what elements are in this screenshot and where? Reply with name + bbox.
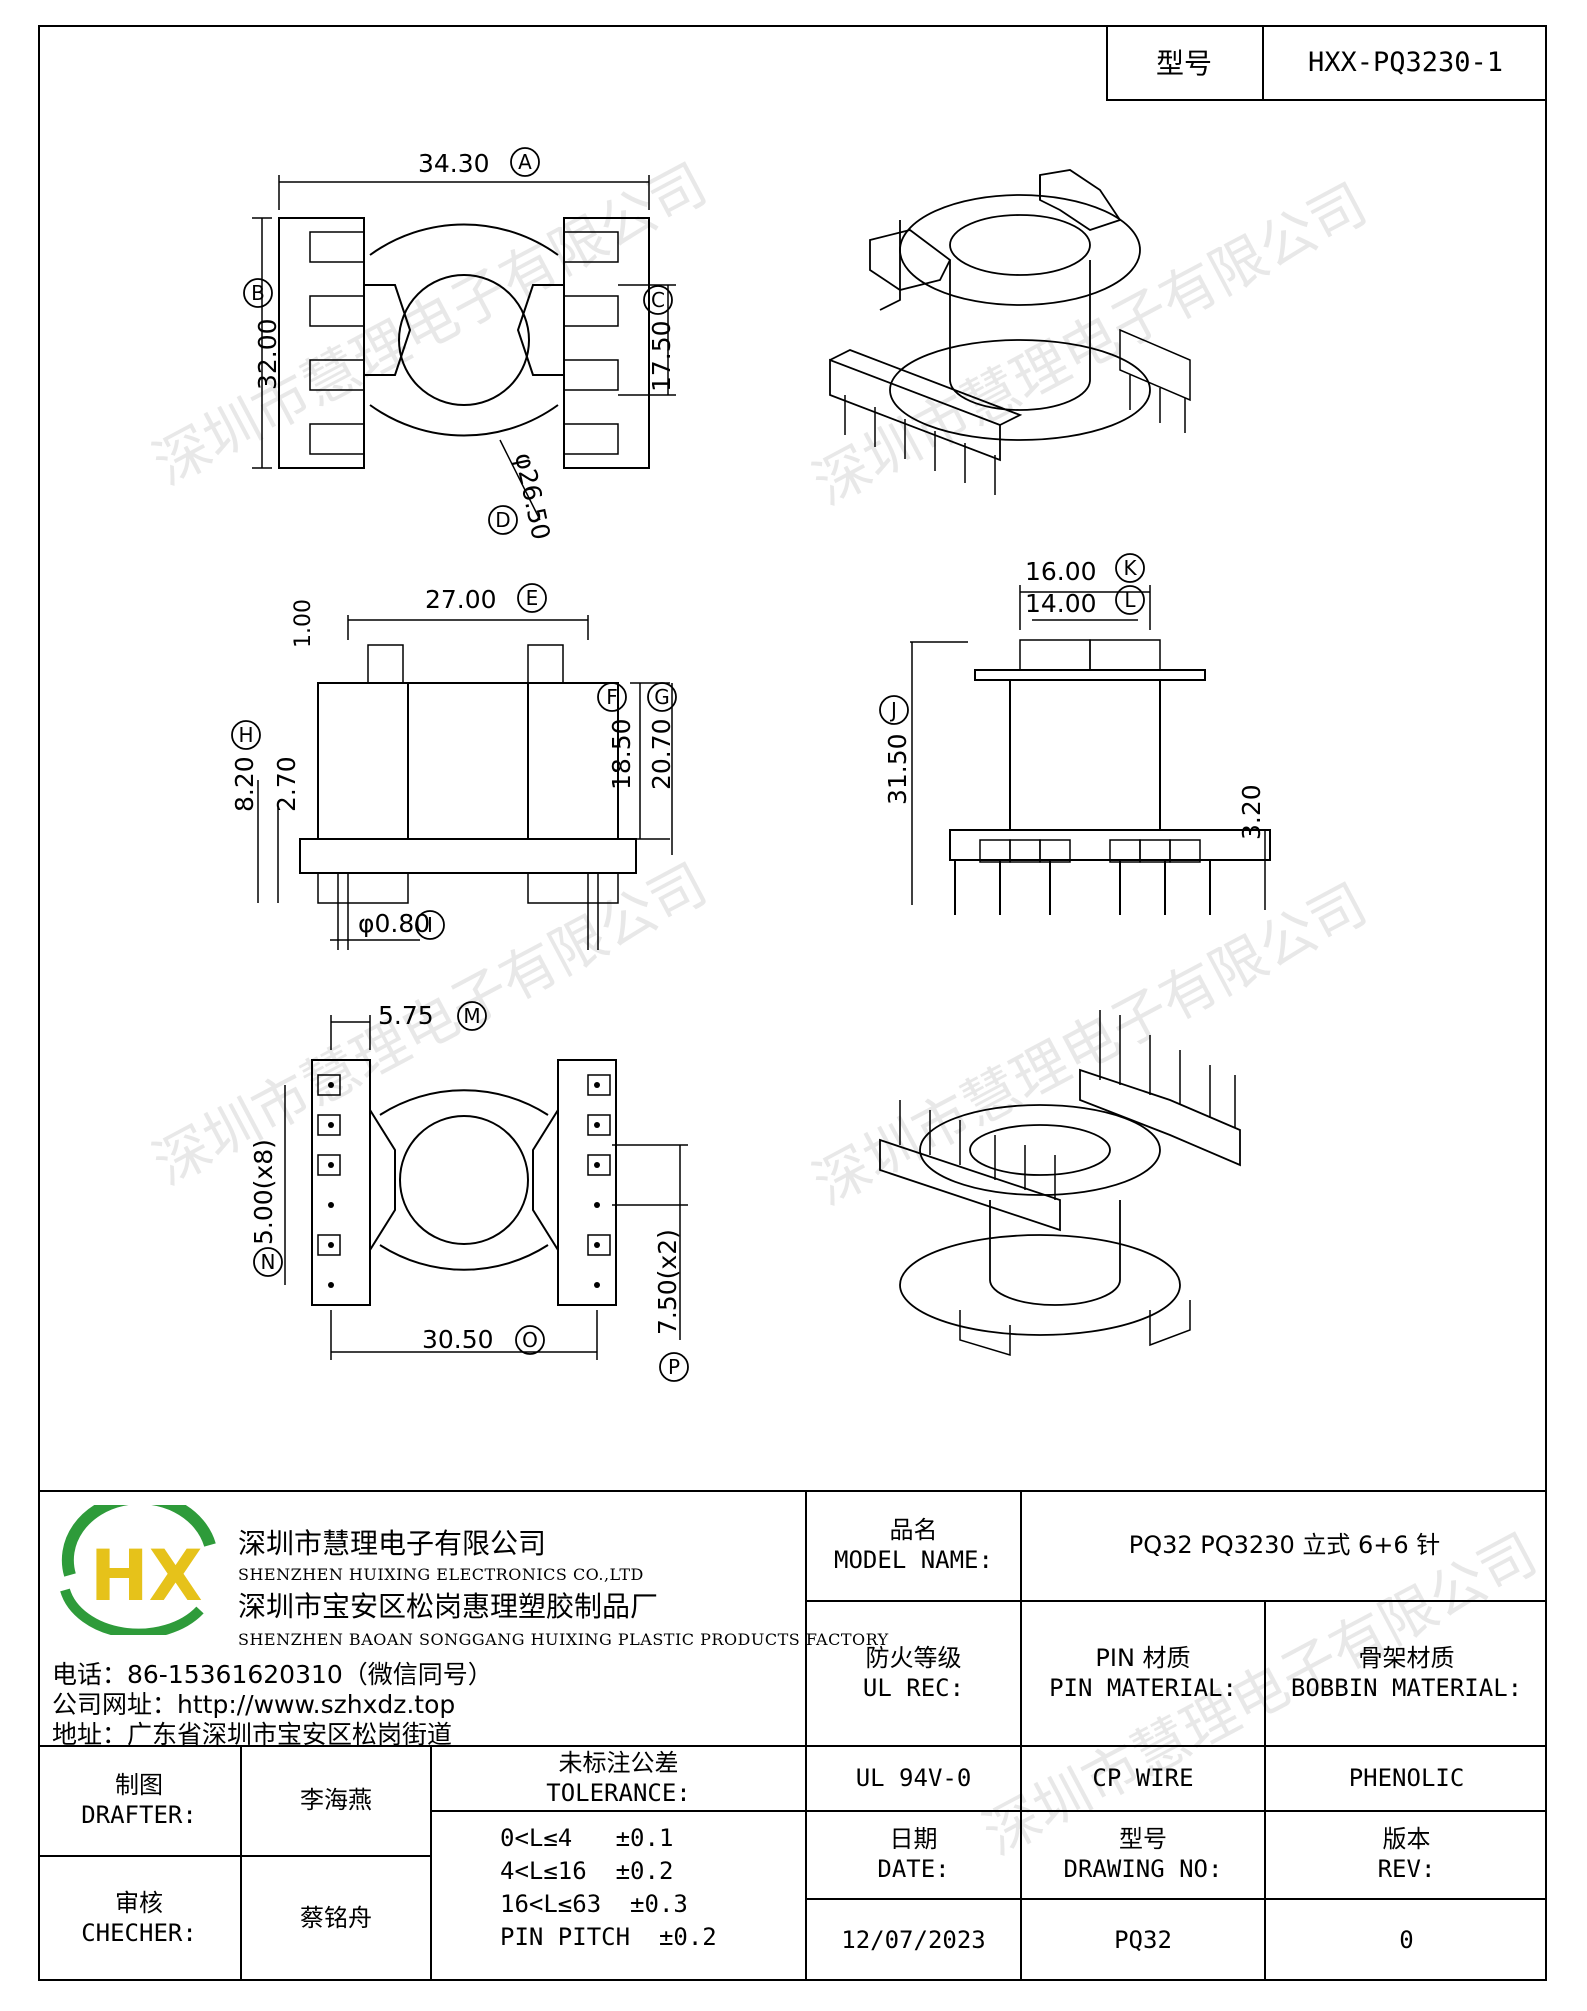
dim-H-side: 2.70 xyxy=(272,756,301,812)
drafter-label: 制图 DRAFTER: xyxy=(81,1771,197,1829)
dim-H: 8.20 xyxy=(230,756,259,812)
logo-letters: HX xyxy=(90,1535,203,1617)
drawing-no-value: PQ32 xyxy=(1114,1925,1172,1954)
top-view xyxy=(252,175,676,521)
svg-text:M: M xyxy=(463,1004,480,1028)
rev-label: 版本 REV: xyxy=(1377,1825,1436,1883)
date-value: 12/07/2023 xyxy=(841,1925,986,1954)
rev-value: 0 xyxy=(1399,1925,1414,1954)
pin-material-label: PIN 材质 PIN MATERIAL: xyxy=(1049,1643,1237,1702)
tolerance-row: PIN PITCH ±0.2 xyxy=(500,1923,717,1951)
dim-N: 5.00(x8) xyxy=(249,1139,278,1245)
dim-O: 30.50 xyxy=(422,1325,494,1354)
bottom-view xyxy=(284,1015,688,1360)
dim-E-side: 1.00 xyxy=(291,599,316,648)
technical-drawing: 34.30 32.00 17.50 φ26.50 27.00 1.00 18.5… xyxy=(230,147,1271,1382)
model-name-label: 品名 MODEL NAME: xyxy=(834,1516,993,1574)
svg-text:J: J xyxy=(889,698,897,722)
svg-text:I: I xyxy=(427,913,433,937)
model-name-value: PQ32 PQ3230 立式 6+6 针 xyxy=(1128,1531,1441,1559)
drafter-value: 李海燕 xyxy=(300,1786,372,1814)
company-name-cn: 深圳市慧理电子有限公司 xyxy=(238,1527,547,1560)
dim-G: 20.70 xyxy=(647,718,676,790)
dim-J: 31.50 xyxy=(883,733,912,805)
svg-text:B: B xyxy=(251,281,265,305)
dim-K: 16.00 xyxy=(1025,557,1097,586)
tolerance-list: 0<L≤4 ±0.1 4<L≤16 ±0.2 16<L≤63 ±0.3 PIN … xyxy=(500,1822,717,1954)
title-block-top-border xyxy=(38,1490,1547,1492)
svg-text:H: H xyxy=(238,723,253,747)
pin-material-value: CP WIRE xyxy=(1092,1763,1194,1792)
svg-text:P: P xyxy=(668,1355,680,1379)
isometric-view-top xyxy=(829,169,1191,495)
svg-text:C: C xyxy=(651,288,665,312)
side-view xyxy=(910,585,1271,915)
isometric-view-bottom xyxy=(879,1010,1241,1357)
company-phone: 电话：86-15361620310（微信同号） xyxy=(52,1660,493,1689)
dim-D: φ26.50 xyxy=(509,450,556,542)
ul-rec-value: UL 94V-0 xyxy=(855,1763,972,1792)
dim-P: 7.50(x2) xyxy=(653,1229,682,1335)
dim-L: 14.00 xyxy=(1025,589,1097,618)
bobbin-material-label: 骨架材质 BOBBIN MATERIAL: xyxy=(1290,1643,1523,1702)
checker-value: 蔡铭舟 xyxy=(300,1904,372,1932)
company-address: 地址：广东省深圳市宝安区松岗街道 xyxy=(52,1720,453,1749)
dim-pin-length: 3.20 xyxy=(1237,784,1266,840)
dim-B: 32.00 xyxy=(253,318,282,390)
company-logo: HX xyxy=(60,1505,216,1635)
checker-label: 审核 CHECHER: xyxy=(81,1889,197,1947)
svg-text:A: A xyxy=(518,150,532,174)
svg-text:O: O xyxy=(522,1328,538,1352)
drawing-frame xyxy=(38,25,1547,1981)
company-website: 公司网址：http://www.szhxdz.top xyxy=(52,1690,456,1719)
drawing-no-label: 型号 DRAWING NO: xyxy=(1063,1825,1223,1883)
tolerance-label: 未标注公差 TOLERANCE: xyxy=(546,1748,691,1807)
tolerance-row: 4<L≤16 ±0.2 xyxy=(500,1857,674,1885)
dimension-markers xyxy=(231,147,1145,1382)
svg-text:G: G xyxy=(654,685,670,709)
dim-C: 17.50 xyxy=(647,320,676,392)
svg-text:N: N xyxy=(261,1250,276,1274)
svg-text:D: D xyxy=(495,508,510,532)
dimension-labels: 34.30 32.00 17.50 φ26.50 27.00 1.00 18.5… xyxy=(230,149,1266,1354)
factory-name-cn: 深圳市宝安区松岗惠理塑胶制品厂 xyxy=(238,1590,659,1623)
svg-text:L: L xyxy=(1124,588,1136,612)
tolerance-row: 0<L≤4 ±0.1 xyxy=(500,1824,674,1852)
model-header-label: 型号 xyxy=(1155,46,1212,80)
ul-rec-label: 防火等级 UL REC: xyxy=(862,1643,965,1702)
dim-A: 34.30 xyxy=(418,149,490,178)
dim-M: 5.75 xyxy=(378,1001,434,1030)
svg-text:HX: HX xyxy=(90,1535,203,1617)
svg-text:K: K xyxy=(1123,556,1137,580)
date-label: 日期 DATE: xyxy=(877,1825,950,1883)
model-header-box xyxy=(1106,25,1547,101)
company-name-en: SHENZHEN HUIXING ELECTRONICS CO.,LTD xyxy=(238,1565,644,1584)
dim-F: 18.50 xyxy=(607,718,636,790)
bobbin-material-value: PHENOLIC xyxy=(1348,1763,1465,1792)
marker-letters: A B C D E F G H I J K L M N O P xyxy=(238,150,1137,1379)
dim-E: 27.00 xyxy=(425,585,497,614)
model-header-value: HXX-PQ3230-1 xyxy=(1307,47,1504,79)
svg-text:E: E xyxy=(526,586,539,610)
svg-text:F: F xyxy=(606,685,618,709)
tolerance-row: 16<L≤63 ±0.3 xyxy=(500,1890,688,1918)
factory-name-en: SHENZHEN BAOAN SONGGANG HUIXING PLASTIC … xyxy=(238,1630,889,1649)
